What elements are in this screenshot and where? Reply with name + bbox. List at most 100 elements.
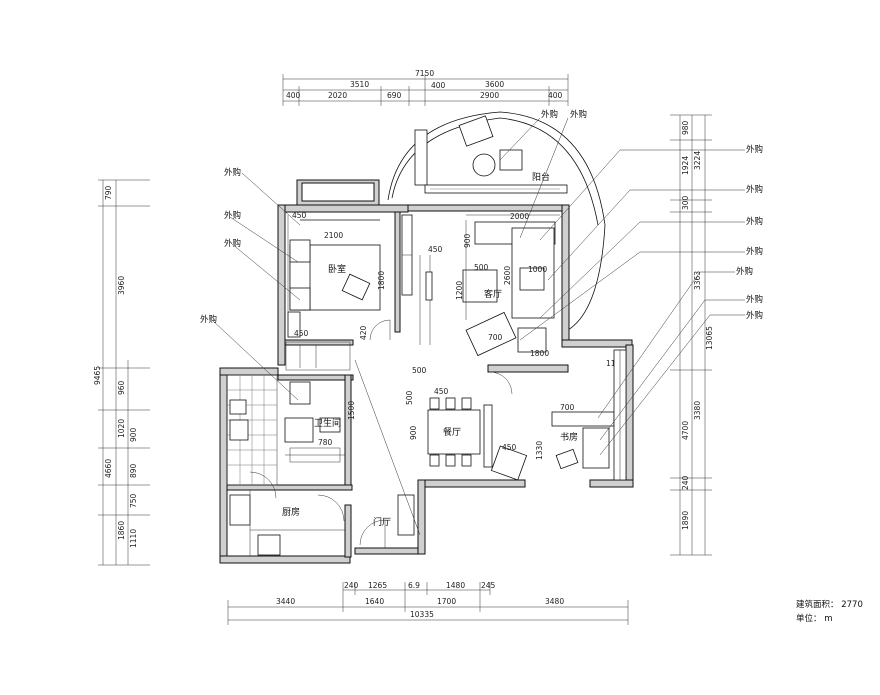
dim-right-1924: 1924 — [681, 156, 690, 175]
dim-corridor-500: 500 — [412, 366, 427, 375]
callout-label-11: 外购 — [736, 266, 753, 277]
dim-living-2000: 2000 — [510, 212, 529, 221]
dim-left-1110: 1110 — [129, 529, 138, 548]
area-value: 2770 — [841, 600, 863, 610]
callout-label-7: 外购 — [746, 144, 763, 155]
dim-left-1860: 1860 — [117, 521, 126, 540]
dim-top-400c: 400 — [548, 91, 563, 100]
dim-bottom-240: 240 — [344, 581, 359, 590]
dim-living-1200: 1200 — [455, 281, 464, 300]
dim-dining-450: 450 — [434, 387, 449, 396]
dim-top-7150: 7150 — [415, 69, 434, 78]
dim-top-2020: 2020 — [328, 91, 347, 100]
entry-hall: 门厅 — [354, 359, 421, 548]
dim-bed-2100: 2100 — [324, 231, 343, 240]
dim-living-2600: 2600 — [503, 266, 512, 285]
room-label-dining: 餐厅 — [443, 426, 461, 438]
dim-right-300: 300 — [681, 195, 690, 210]
dim-dining-900: 900 — [409, 425, 418, 440]
dim-bottom-3480: 3480 — [545, 597, 564, 606]
dim-bottom-1700: 1700 — [437, 597, 456, 606]
dim-left-1020: 1020 — [117, 419, 126, 438]
dim-left-890: 890 — [129, 463, 138, 478]
dim-top-3510: 3510 — [350, 80, 369, 89]
kitchen: 厨房 — [226, 374, 345, 556]
bottom-dimensions: 240 1265 6.9 1480 245 3440 1640 1700 348… — [227, 581, 629, 625]
callout-label-1: 外购 — [224, 167, 241, 178]
left-dimensions: 790 3960 9465 960 1020 900 890 4660 750 … — [93, 179, 150, 566]
dim-left-4660: 4660 — [104, 459, 113, 478]
callout-label-10: 外购 — [746, 246, 763, 257]
dim-living-1000: 1000 — [528, 265, 547, 274]
walls — [219, 179, 634, 564]
dim-left-790: 790 — [104, 185, 113, 200]
dim-left-9465: 9465 — [93, 366, 102, 385]
callouts: 外购 外购 外购 外购 外购 外购 外购 外购 外购 外购 外购 外购 外购 — [200, 109, 763, 456]
dim-right-240: 240 — [681, 475, 690, 490]
bedroom: 卧室 2100 450 1800 420 450 — [285, 211, 391, 371]
right-dimensions: 980 1924 3224 300 3363 13065 1140 4700 3… — [606, 114, 714, 556]
drawing-info: 建筑面积： 2770 单位： m — [796, 598, 863, 626]
callout-label-5: 外购 — [541, 109, 558, 120]
dim-bottom-6-9: 6.9 — [408, 581, 420, 590]
dim-right-1890: 1890 — [681, 511, 690, 530]
unit-value: m — [824, 614, 833, 624]
dim-living-800: 500 — [474, 263, 489, 272]
dim-right-3380: 3380 — [693, 401, 702, 420]
area-row: 建筑面积： 2770 — [796, 598, 863, 612]
dim-top-400a: 400 — [286, 91, 301, 100]
dim-right-3224: 3224 — [693, 151, 702, 170]
dim-bed-1800: 1800 — [377, 271, 386, 290]
corridor: 450 500 — [401, 214, 443, 375]
dim-corridor-450: 450 — [428, 245, 443, 254]
dim-right-13065: 13065 — [705, 326, 714, 350]
dim-bottom-1480: 1480 — [446, 581, 465, 590]
dining-room: 餐厅 450 900 500 — [405, 371, 513, 468]
callout-label-8: 外购 — [746, 184, 763, 195]
dim-top-400b: 400 — [431, 81, 446, 90]
callout-label-3: 外购 — [224, 238, 241, 249]
room-label-balcony: 阳台 — [532, 171, 550, 183]
room-label-study: 书房 — [560, 431, 578, 443]
dim-left-960: 960 — [117, 380, 126, 395]
balcony: 阳台 — [387, 111, 606, 331]
dim-top-3600: 3600 — [485, 80, 504, 89]
living-room: 客厅 2000 900 500 2600 1000 1800 1200 700 — [455, 212, 560, 358]
dim-bottom-3440: 3440 — [276, 597, 295, 606]
study-room: 书房 700 1330 450 — [490, 349, 627, 481]
dim-bottom-1640: 1640 — [365, 597, 384, 606]
dim-bottom-10335: 10335 — [410, 610, 434, 619]
dim-right-3363: 3363 — [693, 271, 702, 290]
dim-bath-760: 780 — [318, 438, 333, 447]
room-label-kitchen: 厨房 — [282, 506, 300, 518]
dim-bottom-245: 245 — [481, 581, 496, 590]
unit-label: 单位： — [796, 614, 822, 624]
dim-right-980: 980 — [681, 120, 690, 135]
dim-left-900: 900 — [129, 427, 138, 442]
room-label-bathroom: 卫生间 — [314, 417, 341, 429]
area-label: 建筑面积： — [796, 600, 839, 610]
callout-label-4: 外购 — [200, 314, 217, 325]
dim-study-450: 450 — [502, 443, 517, 452]
callout-label-6: 外购 — [570, 109, 587, 120]
dim-bed-420: 420 — [359, 325, 368, 340]
dim-right-4700: 4700 — [681, 421, 690, 440]
room-label-bedroom: 卧室 — [328, 263, 346, 275]
callout-label-2: 外购 — [224, 210, 241, 221]
dim-study-700: 700 — [560, 403, 575, 412]
dim-top-690: 690 — [387, 91, 402, 100]
dim-bottom-1265: 1265 — [368, 581, 387, 590]
dim-bed-450b: 450 — [294, 329, 309, 338]
dim-top-2900: 2900 — [480, 91, 499, 100]
dim-living-700: 700 — [488, 333, 503, 342]
callout-label-13: 外购 — [746, 310, 763, 321]
dim-study-1330: 1330 — [535, 441, 544, 460]
dim-dining-500: 500 — [405, 390, 414, 405]
bathroom: 卫生间 780 1500 — [284, 381, 356, 463]
dim-bath-600: 1500 — [347, 401, 356, 420]
callout-label-12: 外购 — [746, 294, 763, 305]
room-label-entry: 门厅 — [373, 516, 391, 528]
unit-row: 单位： m — [796, 612, 863, 626]
room-label-living: 客厅 — [484, 288, 502, 300]
